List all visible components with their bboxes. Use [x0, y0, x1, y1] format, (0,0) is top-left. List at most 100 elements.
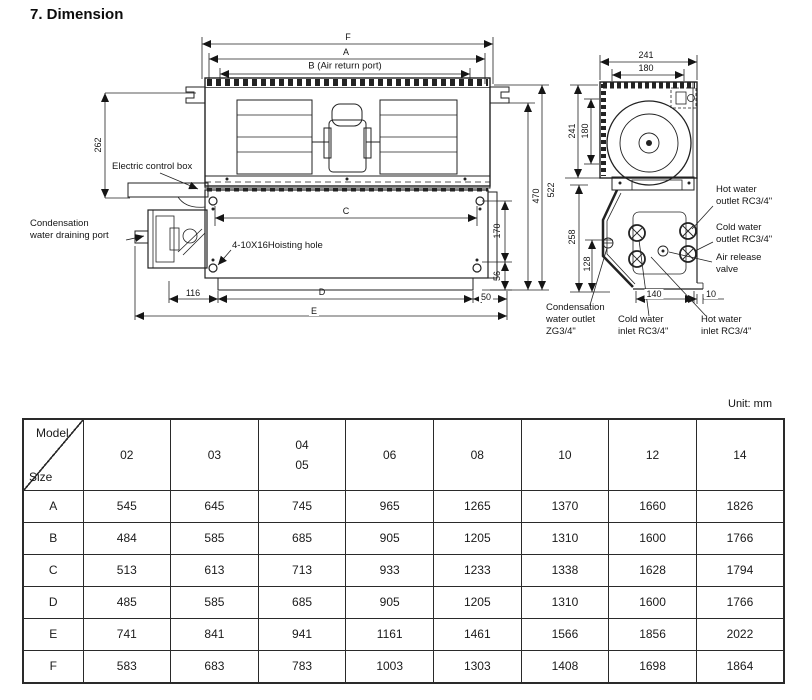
cell: 1826 — [695, 490, 785, 523]
cell: 745 — [257, 490, 347, 523]
cell: 1310 — [520, 586, 610, 619]
cell: 545 — [82, 490, 172, 523]
dim-d-label: D — [318, 287, 326, 297]
label-cold-water-outlet: Cold water outlet RC3/4" — [716, 222, 773, 245]
cell: 645 — [170, 490, 259, 523]
cell: 685 — [257, 522, 347, 555]
cell: 1600 — [608, 586, 697, 619]
cell: 484 — [82, 522, 172, 555]
table-row-a: A 545 645 745 965 1265 1370 1660 1826 — [22, 490, 785, 523]
cell: 1370 — [520, 490, 610, 523]
cell: 1766 — [695, 522, 785, 555]
dim-f-label: F — [345, 32, 351, 42]
cell: 713 — [257, 554, 347, 587]
cell: 585 — [170, 522, 259, 555]
dim-10-label: 10 — [703, 289, 719, 299]
label-hot-water-outlet: Hot water outlet RC3/4" — [716, 184, 773, 207]
cell: 905 — [345, 586, 434, 619]
cell: 1794 — [695, 554, 785, 587]
cell: 1566 — [520, 618, 610, 651]
corner-cell: Model Size — [22, 418, 84, 491]
cell: 583 — [82, 650, 172, 684]
label-air-release-valve: Air release valve — [716, 252, 762, 275]
table-row-c: C 513 613 713 933 1233 1338 1628 1794 — [22, 554, 785, 587]
label-cold-water-inlet: Cold water inlet RC3/4" — [618, 314, 669, 337]
cell: 685 — [257, 586, 347, 619]
cell: 1310 — [520, 522, 610, 555]
table-row-f: F 583 683 783 1003 1303 1408 1698 1864 — [22, 650, 785, 684]
label-electric-control-box: Electric control box — [112, 161, 193, 172]
column-header-10: 10 — [520, 418, 610, 491]
cell: 1698 — [608, 650, 697, 684]
unit-note: Unit: mm — [728, 398, 772, 410]
dimension-drawing — [101, 37, 724, 320]
cell: 905 — [345, 522, 434, 555]
page-title: 7. Dimension — [30, 6, 124, 23]
cell: 1205 — [433, 586, 522, 619]
column-header-03: 03 — [170, 418, 259, 491]
cell: 933 — [345, 554, 434, 587]
label-condensation-draining-port: Condensation water draining port — [30, 218, 109, 241]
row-label: E — [22, 618, 84, 651]
dim-241-top-label: 241 — [638, 50, 654, 60]
cell: 741 — [82, 618, 172, 651]
side-view-drawing — [565, 55, 724, 317]
front-view-drawing — [101, 37, 549, 320]
cell: 1660 — [608, 490, 697, 523]
dim-c-label: C — [342, 206, 350, 216]
cell: 613 — [170, 554, 259, 587]
dimension-table: Model Size 02 03 04 05 06 08 10 12 14 A … — [22, 418, 785, 684]
cell: 485 — [82, 586, 172, 619]
column-header-06: 06 — [345, 418, 434, 491]
row-label: C — [22, 554, 84, 587]
cell: 941 — [257, 618, 347, 651]
dim-140-label: 140 — [644, 289, 664, 299]
table-row-e: E 741 841 941 1161 1461 1566 1856 2022 — [22, 618, 785, 651]
table-header-row: Model Size 02 03 04 05 06 08 10 12 14 — [22, 418, 785, 491]
dim-180-top-label: 180 — [638, 63, 654, 73]
cell: 1233 — [433, 554, 522, 587]
column-header-14: 14 — [695, 418, 785, 491]
cell: 1856 — [608, 618, 697, 651]
label-condensation-water-outlet: Condensation water outlet ZG3/4" — [546, 302, 605, 337]
cell: 965 — [345, 490, 434, 523]
row-label: D — [22, 586, 84, 619]
row-label: A — [22, 490, 84, 523]
column-header-12: 12 — [608, 418, 697, 491]
cell: 1461 — [433, 618, 522, 651]
cell: 1205 — [433, 522, 522, 555]
dim-128-label: 128 — [582, 256, 592, 272]
table-row-b: B 484 585 685 905 1205 1310 1600 1766 — [22, 522, 785, 555]
dim-a-label: A — [342, 47, 350, 57]
cell: 1600 — [608, 522, 697, 555]
cell: 1338 — [520, 554, 610, 587]
cell: 1628 — [608, 554, 697, 587]
label-hoisting-hole: 4-10X16Hoisting hole — [232, 240, 323, 251]
cell: 2022 — [695, 618, 785, 651]
dim-116-label: 116 — [185, 288, 201, 298]
column-header-04-05: 04 05 — [257, 418, 347, 491]
cell: 1161 — [345, 618, 434, 651]
row-label: B — [22, 522, 84, 555]
cell: 585 — [170, 586, 259, 619]
dim-241-left-label: 241 — [567, 123, 577, 139]
cell: 683 — [170, 650, 259, 684]
dim-522-label: 522 — [546, 182, 556, 198]
cell: 841 — [170, 618, 259, 651]
dim-56-label: 56 — [492, 270, 502, 282]
label-hot-water-inlet: Hot water inlet RC3/4" — [701, 314, 752, 337]
cell: 1303 — [433, 650, 522, 684]
dim-170-label: 170 — [492, 223, 502, 239]
column-header-02: 02 — [82, 418, 172, 491]
dim-e-label: E — [308, 306, 320, 316]
dim-180-left-label: 180 — [580, 123, 590, 139]
dim-262-label: 262 — [93, 137, 103, 153]
cell: 1864 — [695, 650, 785, 684]
dim-470-label: 470 — [531, 188, 541, 204]
table-row-d: D 485 585 685 905 1205 1310 1600 1766 — [22, 586, 785, 619]
row-label: F — [22, 650, 84, 684]
cell: 1766 — [695, 586, 785, 619]
dim-b-air-return-label: B (Air return port) — [308, 60, 382, 72]
cell: 1265 — [433, 490, 522, 523]
